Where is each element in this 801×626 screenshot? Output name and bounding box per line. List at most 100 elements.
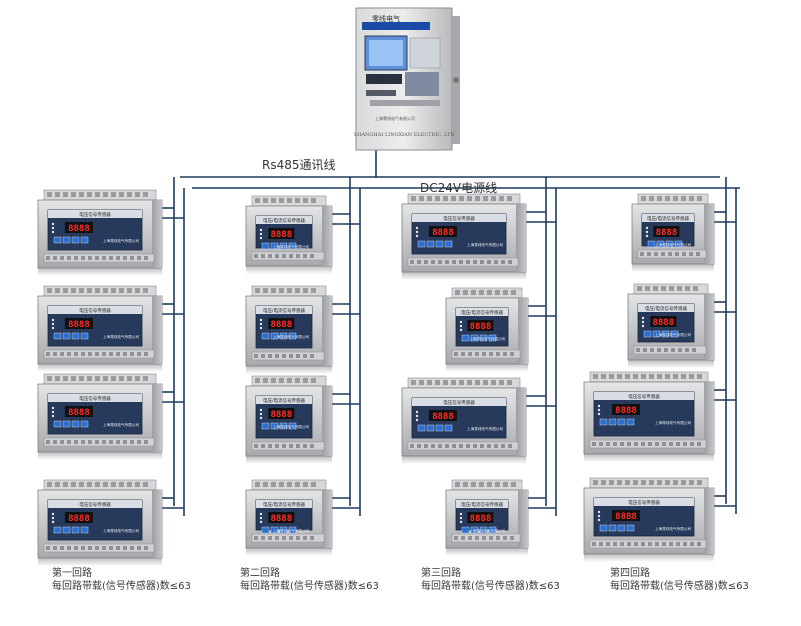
module-key xyxy=(488,526,497,534)
module-company: 上海零线电气有限公司 xyxy=(273,244,309,249)
module-key xyxy=(62,332,71,340)
module-key xyxy=(674,240,683,248)
module-readout: 8888 xyxy=(68,514,90,524)
module-company: 上海零线电气有限公司 xyxy=(467,426,503,431)
module-key xyxy=(288,242,297,250)
module-title: 电压信号传感器 xyxy=(628,393,660,400)
rs485-label: Rs485通讯线 xyxy=(262,158,336,172)
module-title: 电压/电流信号传感器 xyxy=(263,397,306,404)
module-title: 电压/电流信号传感器 xyxy=(263,307,306,314)
module-key xyxy=(62,236,71,244)
module-key xyxy=(62,420,71,428)
module-title: 电压/电流信号传感器 xyxy=(263,501,306,508)
module-key xyxy=(270,526,279,534)
module-key xyxy=(647,240,656,248)
module-title: 电压/电流信号传感器 xyxy=(263,217,306,224)
module-readout: 8888 xyxy=(615,512,637,522)
module-key xyxy=(80,236,89,244)
module-company: 上海零线电气有限公司 xyxy=(273,334,309,339)
module-readout: 8888 xyxy=(656,228,678,238)
module-readout: 8888 xyxy=(470,322,492,332)
module-key xyxy=(80,420,89,428)
module-key xyxy=(261,526,270,534)
sensor-modules: 电压信号传感器8888上海零线电气有限公司电压信号传感器8888上海零线电气有限… xyxy=(37,189,715,566)
module-readout: 8888 xyxy=(470,514,492,524)
module-title: 电压/电流信号传感器 xyxy=(647,215,690,222)
module-key xyxy=(279,526,288,534)
module-readout: 8888 xyxy=(652,318,674,328)
module-key xyxy=(62,526,71,534)
module-key xyxy=(270,422,279,430)
module-company: 上海零线电气有限公司 xyxy=(469,528,505,533)
module-key xyxy=(435,240,444,248)
module-key xyxy=(643,330,652,338)
module-key xyxy=(417,240,426,248)
module-readout: 8888 xyxy=(432,228,454,238)
module-key xyxy=(80,526,89,534)
module-readout: 8888 xyxy=(270,514,292,524)
module-key xyxy=(261,242,270,250)
module-key xyxy=(279,332,288,340)
controller-cabinet: 上海零线电气有限公司 零线电气 SHANGHAI LINGXIAN ELECTR… xyxy=(354,7,460,151)
dc24v-label: DC24V电源线 xyxy=(420,181,498,195)
module-readout: 8888 xyxy=(270,410,292,420)
loop-2-name: 第二回路 xyxy=(240,568,280,579)
module-key xyxy=(261,332,270,340)
module-key xyxy=(80,332,89,340)
module-key xyxy=(661,330,670,338)
module-key xyxy=(270,332,279,340)
sensor-module: 电压/电流信号传感器 8888 上海零线电气有限公司 xyxy=(445,479,529,556)
module-title: 电压信号传感器 xyxy=(443,215,475,222)
module-key xyxy=(279,242,288,250)
module-company: 上海零线电气有限公司 xyxy=(467,242,503,247)
module-key xyxy=(426,240,435,248)
module-key xyxy=(599,418,608,426)
controller-title: 零线电气 xyxy=(372,14,400,23)
module-title: 电压/电流信号传感器 xyxy=(645,305,688,312)
module-company: 上海零线电气有限公司 xyxy=(655,242,691,247)
module-key xyxy=(417,424,426,432)
module-title: 电压信号传感器 xyxy=(79,211,111,218)
module-key xyxy=(426,424,435,432)
bus-lines xyxy=(162,150,740,516)
module-key xyxy=(53,420,62,428)
loop-1-capacity: 每回路带载(信号传感器)数≤63 xyxy=(52,581,191,592)
module-title: 电压/电流信号传感器 xyxy=(461,309,504,316)
module-key xyxy=(71,420,80,428)
module-title: 电压信号传感器 xyxy=(443,399,475,406)
module-key xyxy=(53,236,62,244)
module-company: 上海零线电气有限公司 xyxy=(655,526,691,531)
module-key xyxy=(435,424,444,432)
module-key xyxy=(53,526,62,534)
sensor-module: 电压信号传感器 8888 上海零线电气有限公司 xyxy=(401,193,527,280)
module-key xyxy=(626,524,635,532)
module-key xyxy=(608,418,617,426)
module-title: 电压/电流信号传感器 xyxy=(461,501,504,508)
module-key xyxy=(470,526,479,534)
module-title: 电压信号传感器 xyxy=(628,499,660,506)
module-company: 上海零线电气有限公司 xyxy=(103,238,139,243)
sensor-module: 电压/电流信号传感器 8888 上海零线电气有限公司 xyxy=(631,193,715,272)
module-key xyxy=(444,424,453,432)
module-readout: 8888 xyxy=(615,406,637,416)
loop-4-name: 第四回路 xyxy=(610,568,650,579)
loop-3-capacity: 每回路带载(信号传感器)数≤63 xyxy=(421,581,560,592)
module-readout: 8888 xyxy=(270,230,292,240)
loop-3-name: 第三回路 xyxy=(421,568,461,579)
module-key xyxy=(71,236,80,244)
controller-maker-line: SHANGHAI LINGXIAN ELECTRIC.,LTD xyxy=(354,132,455,138)
module-key xyxy=(288,526,297,534)
module-company: 上海零线电气有限公司 xyxy=(103,528,139,533)
module-key xyxy=(656,240,665,248)
module-key xyxy=(617,524,626,532)
controller-small-text: 上海零线电气有限公司 xyxy=(375,115,415,121)
